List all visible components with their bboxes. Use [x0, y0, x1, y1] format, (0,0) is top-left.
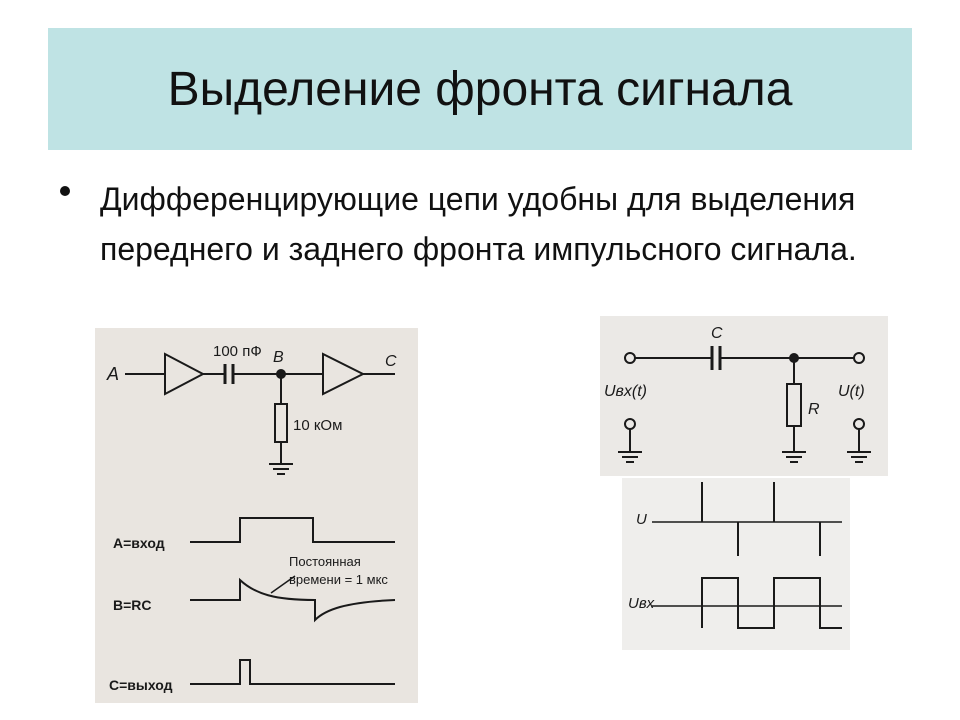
label-input: Uвх(t) — [604, 383, 647, 400]
annotation-arrow — [270, 575, 296, 594]
label-capacitor: 100 пФ — [213, 343, 262, 360]
label-node-a: A — [106, 364, 119, 384]
right-circuit-figure: C R Uвх(t) U(t) — [600, 316, 888, 476]
annotation-line-1: Постоянная — [289, 554, 361, 569]
label-node-c: C — [385, 353, 397, 370]
input-terminal-top — [624, 352, 636, 364]
label-wave-b: B=RC — [113, 597, 152, 613]
label-wave-a: A=вход — [113, 535, 165, 551]
label-wave-c: C=выход — [109, 677, 173, 693]
slide-title: Выделение фронта сигнала — [167, 62, 793, 116]
bullet-dot — [60, 186, 70, 196]
output-terminal-bottom — [853, 418, 865, 430]
buffer-amplifier-2 — [322, 352, 366, 396]
input-terminal-bottom — [624, 418, 636, 430]
left-circuit-figure: A 100 пФ B C 10 кОм A=вход Постоянная вр… — [95, 328, 418, 703]
resistor-body — [274, 403, 288, 443]
right-waveform-figure: U Uвх — [622, 478, 850, 650]
ground-symbol-center — [782, 451, 806, 463]
label-top-axis: U — [636, 511, 647, 528]
waveform-a — [190, 517, 395, 543]
waveform-c — [190, 659, 395, 685]
annotation-line-2: времени = 1 мкс — [289, 572, 388, 587]
ground-symbol-left — [618, 451, 642, 463]
square-wave — [701, 577, 842, 629]
label-capacitor: C — [711, 325, 723, 342]
label-bottom-axis: Uвх — [628, 595, 655, 612]
ground-symbol-right — [847, 451, 871, 463]
output-terminal-top — [853, 352, 865, 364]
label-resistor: R — [808, 401, 820, 418]
waveform-b — [190, 577, 396, 623]
label-resistor: 10 кОм — [293, 417, 342, 434]
label-output: U(t) — [838, 383, 865, 400]
bullet-list: Дифференцирующие цепи удобны для выделен… — [60, 174, 900, 274]
title-bar: Выделение фронта сигнала — [48, 28, 912, 150]
resistor-body — [786, 383, 802, 427]
bullet-text: Дифференцирующие цепи удобны для выделен… — [100, 181, 857, 267]
label-node-b: B — [273, 349, 284, 366]
buffer-amplifier-1 — [164, 352, 206, 396]
